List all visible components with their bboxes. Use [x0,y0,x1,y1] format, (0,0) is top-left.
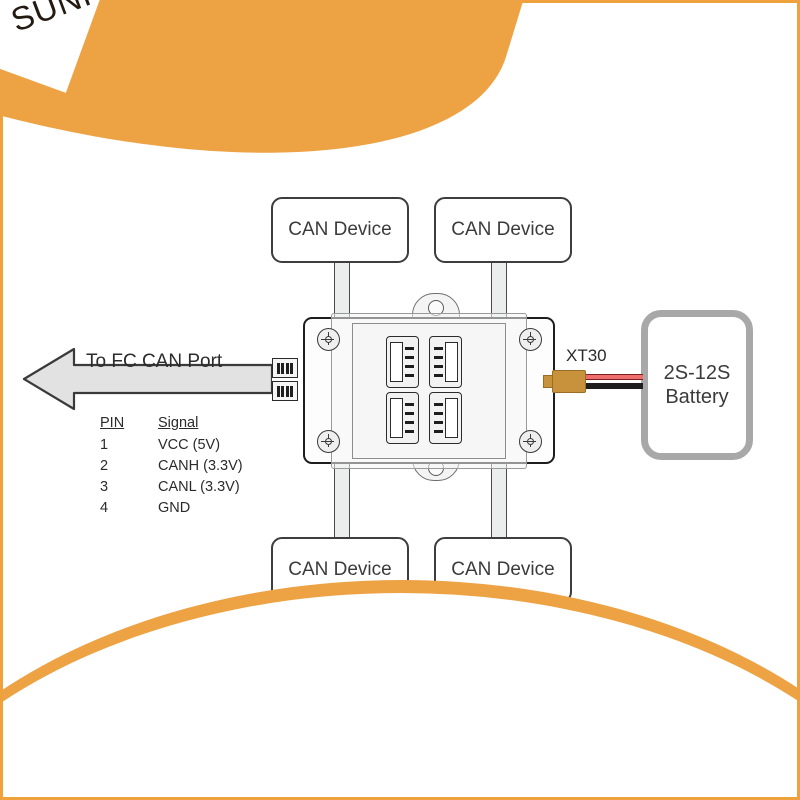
xt30-connector-icon [552,370,586,393]
pinout-header-row: PIN Signal [100,415,243,434]
jst-connector-2 [429,336,462,388]
fc-arrow-label: To FC CAN Port [86,351,223,372]
can-device-label: CAN Device [451,219,555,240]
battery-label-line1: 2S-12S [663,361,731,384]
jst-connector-3 [386,392,419,444]
screw-icon-top-left [317,328,340,351]
pinout-table: PIN Signal 1 VCC (5V) 2 CANH (3.3V) 3 [100,415,243,518]
battery-wire-negative [585,383,643,389]
table-row: 4 GND [100,497,243,518]
fc-plug-bottom-icon [272,381,298,401]
pinout-header-pin: PIN [100,415,125,431]
pin-number: 1 [100,436,109,453]
table-row: 2 CANH (3.3V) [100,455,243,476]
screw-icon-bottom-left [317,430,340,453]
can-device-top-left: CAN Device [271,197,409,263]
can-device-label: CAN Device [288,559,392,580]
table-row: 1 VCC (5V) [100,434,243,455]
xt30-label: XT30 [566,346,607,365]
cable-bottom-left [334,462,350,542]
can-device-label: CAN Device [288,219,392,240]
can-device-bottom-right: CAN Device [434,537,572,603]
pin-signal: VCC (5V) [158,436,221,453]
battery-box: 2S-12S Battery [641,310,753,460]
battery-wire-positive [585,374,643,380]
screw-icon-top-right [519,328,542,351]
cable-bottom-right [491,462,507,542]
table-row: 3 CANL (3.3V) [100,476,243,497]
screw-icon-bottom-right [519,430,542,453]
jst-connector-1 [386,336,419,388]
can-device-label: CAN Device [451,559,555,580]
pin-signal: CANL (3.3V) [158,478,240,495]
pin-signal: CANH (3.3V) [158,457,243,474]
pinout-header-signal: Signal [158,415,199,431]
pin-number: 4 [100,499,109,516]
pin-number: 2 [100,457,109,474]
jst-connector-4 [429,392,462,444]
battery-label-line2: Battery [665,386,729,408]
pin-signal: GND [158,499,191,516]
fc-plug-top-icon [272,358,298,378]
can-device-top-right: CAN Device [434,197,572,263]
pin-number: 3 [100,478,109,495]
